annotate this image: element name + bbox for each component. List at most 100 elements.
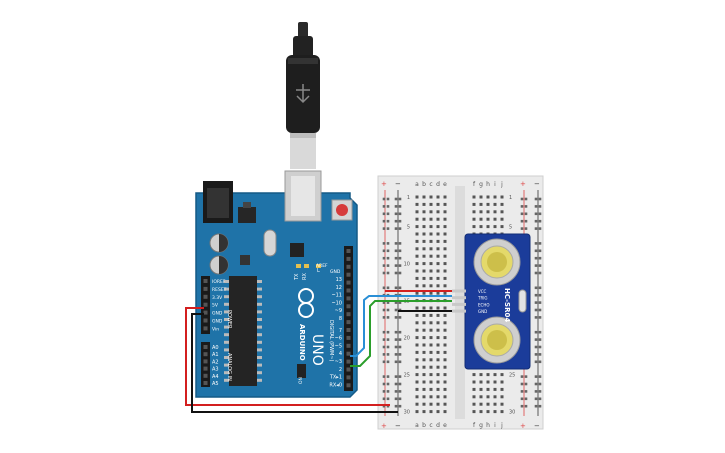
rail-hole — [534, 375, 538, 378]
chip-pin — [257, 371, 262, 375]
rail-hole — [382, 404, 386, 408]
bb-hole — [472, 387, 476, 391]
bb-hole — [436, 395, 440, 399]
rail-hole — [386, 397, 390, 401]
bb-hole — [429, 225, 433, 229]
bb-hole — [443, 358, 447, 362]
bb-hole — [422, 291, 426, 295]
column-label: i — [494, 422, 496, 429]
power-pin-label: GND — [212, 319, 223, 325]
rail-hole — [398, 249, 402, 253]
bb-hole — [493, 380, 497, 384]
bb-hole — [429, 262, 433, 266]
bb-hole — [429, 380, 433, 384]
bb-hole — [436, 202, 440, 206]
rail-hole — [534, 345, 538, 349]
column-label: h — [486, 181, 490, 188]
digital-pin-label: 4 — [339, 351, 342, 357]
bb-hole — [415, 225, 419, 229]
bb-hole — [429, 358, 433, 362]
bb-hole — [415, 291, 419, 295]
bb-hole — [493, 217, 497, 221]
bb-hole — [493, 387, 497, 391]
bb-hole — [472, 410, 476, 414]
sensor-pin-label: GND — [478, 309, 487, 314]
bb-hole — [415, 328, 419, 332]
rail-hole — [534, 264, 538, 267]
bb-hole — [486, 373, 490, 377]
rail-hole — [382, 242, 386, 245]
header-hole — [346, 249, 351, 253]
bb-hole — [472, 402, 476, 406]
digital-pin-label: 12 — [336, 285, 342, 291]
row-label: 5 — [509, 225, 512, 231]
bb-hole — [472, 380, 476, 384]
rail-hole — [386, 227, 390, 230]
bb-hole — [500, 217, 504, 221]
header-hole — [203, 373, 208, 378]
bb-hole — [436, 239, 440, 243]
bb-hole — [436, 336, 440, 340]
column-label: j — [500, 181, 503, 188]
header-hole — [203, 286, 208, 291]
bb-hole — [500, 210, 504, 214]
atmega-chip — [229, 276, 257, 386]
rail-hole — [398, 316, 402, 319]
rail-hole — [394, 301, 398, 304]
rail-hole — [534, 330, 538, 334]
bb-hole — [422, 321, 426, 325]
bb-hole — [443, 336, 447, 340]
chip-pin — [224, 378, 229, 382]
bb-hole — [479, 402, 483, 406]
bb-hole — [415, 262, 419, 266]
header-hole — [346, 320, 351, 325]
bb-hole — [500, 395, 504, 399]
rail-hole — [524, 404, 528, 408]
bb-hole — [429, 313, 433, 317]
chip-pin — [224, 280, 229, 283]
row-label: 20 — [404, 336, 410, 342]
digital-pin-label: 8 — [339, 316, 342, 322]
bb-hole — [415, 247, 419, 251]
rail-hole — [386, 382, 390, 386]
rail-hole — [534, 219, 538, 223]
chip-pin — [224, 356, 229, 359]
bb-hole — [500, 402, 504, 406]
rail-hole — [394, 219, 398, 223]
chip-pin — [257, 280, 262, 283]
bb-hole — [415, 343, 419, 347]
bb-hole — [486, 225, 490, 229]
column-label: f — [473, 181, 476, 188]
bb-hole — [479, 387, 483, 391]
rail-hole — [538, 264, 542, 267]
rail-hole — [524, 227, 528, 230]
analog-label: ANALOG IN — [226, 353, 232, 381]
bb-hole — [422, 217, 426, 221]
bb-hole — [472, 373, 476, 377]
bb-hole — [415, 402, 419, 406]
bb-hole — [486, 380, 490, 384]
rail-hole — [398, 397, 402, 401]
bb-hole — [429, 321, 433, 325]
digital-pin-label: ~5 — [335, 343, 342, 349]
rail-hole — [398, 404, 402, 408]
rail-hole — [534, 256, 538, 260]
rail-hole — [394, 404, 398, 408]
arduino-logo: ARDUINO — [298, 288, 314, 361]
header-holes — [203, 249, 351, 388]
rail-hole — [520, 205, 524, 208]
uno-label: UNO — [309, 334, 325, 366]
bb-hole — [436, 387, 440, 391]
bb-hole — [486, 410, 490, 414]
bb-hole — [429, 284, 433, 288]
bb-hole — [436, 321, 440, 325]
rail-hole — [386, 256, 390, 260]
bb-hole — [422, 239, 426, 243]
bb-hole — [472, 195, 476, 199]
sensor-pin-label: ECHO — [478, 302, 489, 307]
rail-hole — [394, 353, 398, 356]
rail-hole — [534, 271, 538, 275]
analog-header — [201, 342, 210, 387]
right-plus-top: + — [520, 180, 526, 188]
bb-hole — [479, 217, 483, 221]
